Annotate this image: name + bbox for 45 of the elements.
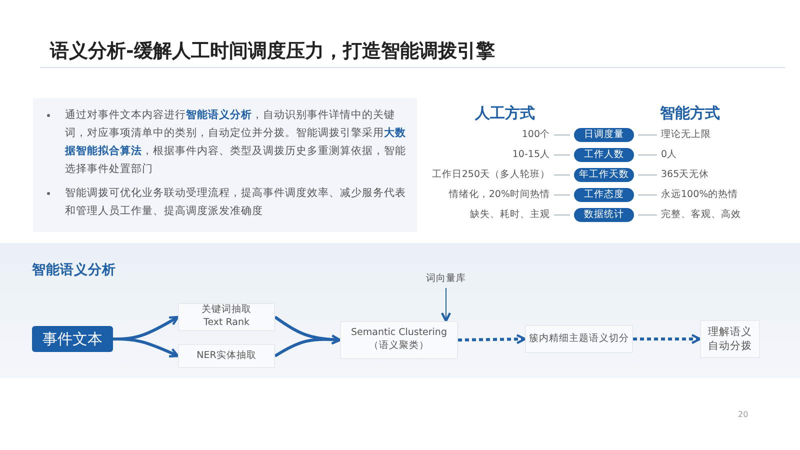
criterion-pill: 日调度量 [574, 128, 634, 142]
criterion-pill: 年工作天数 [574, 168, 634, 182]
comparison-value: 缺失、耗时、主观 [470, 208, 550, 222]
comparison-value: 0人 [661, 149, 678, 160]
connector-line [638, 174, 658, 176]
column-heading: 人工方式 [475, 104, 535, 123]
connector-line [554, 194, 570, 196]
process-box: 簇内精细主题语义切分 [525, 325, 633, 353]
arrow [633, 334, 702, 344]
comparison-value: 工作日250天（多人轮班） [432, 168, 550, 182]
connector-line [554, 134, 570, 136]
process-box: 关键词抽取 Text Rank [178, 303, 275, 331]
connector-line [638, 154, 658, 156]
column-heading: 智能方式 [660, 104, 720, 123]
comparison-value: 365天无休 [661, 169, 710, 180]
arrow [440, 288, 452, 322]
connector-line [554, 174, 570, 176]
process-box: Semantic Clustering（语义聚类） [340, 321, 458, 359]
comparison-value: 完整、客观、高效 [661, 209, 741, 220]
arrow [274, 334, 342, 358]
arrow [113, 338, 180, 358]
criterion-pill: 工作人数 [574, 148, 634, 162]
process-box: 理解语义自动分拨 [700, 320, 760, 358]
connector-line [554, 154, 570, 156]
title: 语义分析-缓解人工时间调度压力，打造智能调拨引擎 [50, 39, 495, 64]
comparison-value: 情绪化，20%时间热情 [448, 188, 550, 202]
bullet-text: 通过对事件文本内容进行智能语义分析，自动识别事件详情中的关键词，对应事项清单中的类别，自动定位并分拨。智能调拨引擎采用大数据智能拟合算法，根据事件内容、类型及调拨历史多重测算依据，智能选择事件处置部门 [65, 109, 406, 175]
connector-line [638, 214, 658, 216]
data-source-label: 词向量库 [426, 272, 466, 286]
connector-line [554, 214, 570, 216]
comparison-value: 10-15人 [512, 148, 550, 162]
connector-line [638, 194, 658, 196]
arrow [458, 334, 526, 344]
process-box: NER实体抽取 [178, 344, 275, 368]
connector-line [638, 134, 658, 136]
criterion-pill: 工作态度 [574, 188, 634, 202]
text-panel [33, 98, 417, 232]
comparison-value: 100个 [522, 128, 550, 142]
section-heading: 智能语义分析 [32, 261, 116, 279]
comparison-value: 永远100%的热情 [661, 189, 738, 200]
process-box: 事件文本 [32, 326, 113, 352]
page-number: 20 [738, 410, 748, 419]
comparison-value: 理论无上限 [661, 129, 711, 140]
criterion-pill: 数据统计 [574, 208, 634, 222]
bullet-text: 智能调拨可优化业务联动受理流程，提高事件调度效率、减少服务代表和管理人员工作量、提高调度派发准确度 [65, 187, 406, 217]
